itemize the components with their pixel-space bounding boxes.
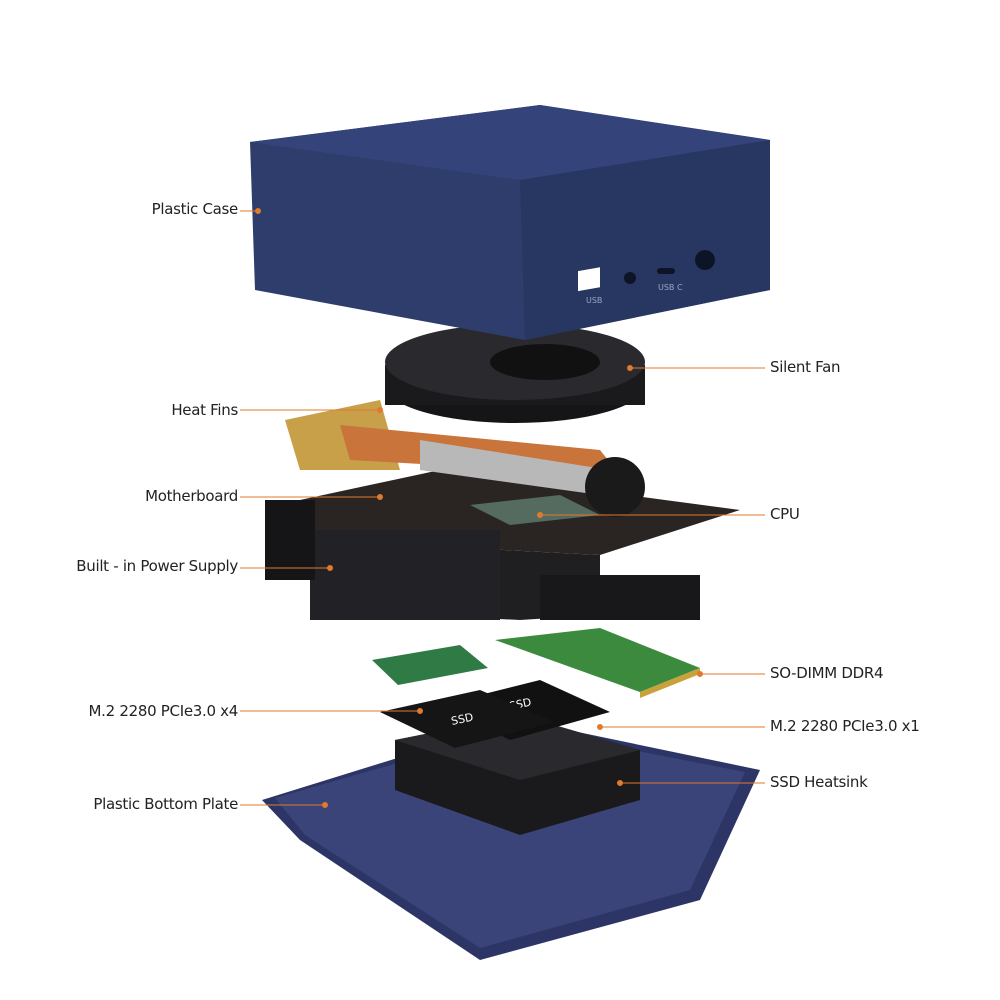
heat-fins — [285, 400, 645, 517]
fan — [385, 324, 645, 423]
label-silent-fan: Silent Fan — [770, 358, 841, 376]
plastic-case: USB USB C — [250, 105, 770, 340]
motherboard-assembly — [265, 470, 740, 620]
usbc-port-label: USB C — [658, 283, 683, 292]
usb-port-label: USB — [586, 296, 602, 305]
label-m2-x4: M.2 2280 PCIe3.0 x4 — [88, 702, 239, 720]
label-plastic-case: Plastic Case — [151, 200, 239, 218]
label-heat-fins: Heat Fins — [171, 401, 238, 419]
label-motherboard: Motherboard — [145, 487, 238, 505]
label-m2-x1: M.2 2280 PCIe3.0 x1 — [770, 717, 920, 735]
label-power-supply: Built - in Power Supply — [76, 557, 238, 575]
leader-lines — [240, 208, 765, 808]
label-sodimm: SO-DIMM DDR4 — [770, 664, 884, 682]
label-bottom-plate: Plastic Bottom Plate — [93, 795, 238, 813]
label-ssd-heatsink: SSD Heatsink — [770, 773, 868, 791]
wifi-card — [372, 645, 488, 685]
ram-module — [495, 628, 700, 692]
label-cpu: CPU — [770, 505, 800, 523]
ssd-x4-label: SSD — [450, 711, 475, 728]
ssd-x4: SSD — [380, 690, 555, 748]
